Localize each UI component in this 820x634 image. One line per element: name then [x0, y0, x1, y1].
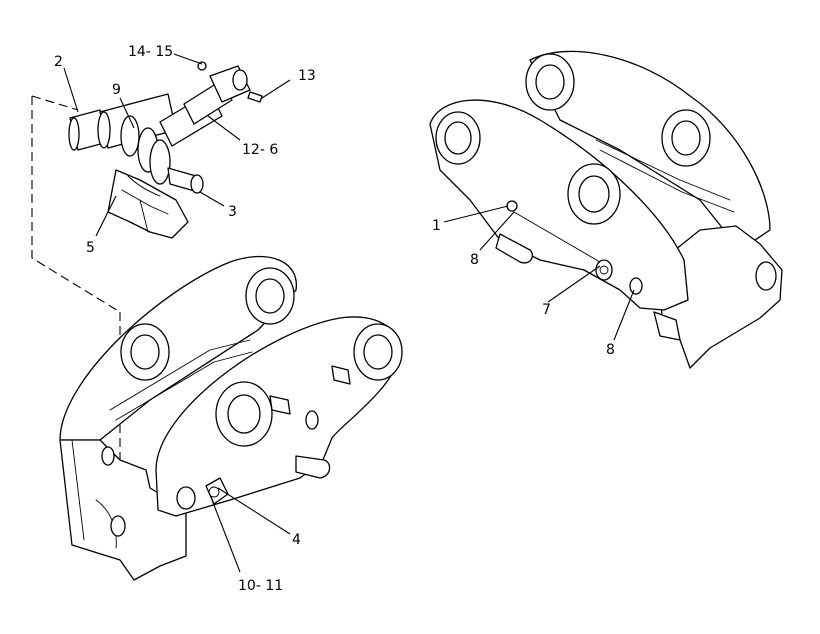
callout-14-15: 14- 15: [128, 44, 173, 60]
callout-7: 7: [542, 302, 551, 318]
leader-lines: [63, 53, 635, 573]
callout-8-upper: 8: [470, 252, 479, 268]
callout-13: 13: [298, 68, 316, 84]
coupler-right: [429, 50, 783, 369]
callout-9: 9: [112, 82, 121, 98]
callout-2: 2: [54, 54, 63, 70]
callout-labels: 2 9 14- 15 13 12- 6 3 5 4 10- 11 1 8 7 8: [54, 44, 615, 594]
callout-5: 5: [86, 240, 95, 256]
callout-1: 1: [432, 218, 441, 234]
callout-4: 4: [292, 532, 301, 548]
callout-8-lower: 8: [606, 342, 615, 358]
callout-3: 3: [228, 204, 237, 220]
callout-12-6: 12- 6: [242, 142, 278, 158]
callout-10-11: 10- 11: [238, 578, 283, 594]
cylinder-assembly: [68, 61, 263, 239]
coupler-left: [59, 255, 403, 581]
